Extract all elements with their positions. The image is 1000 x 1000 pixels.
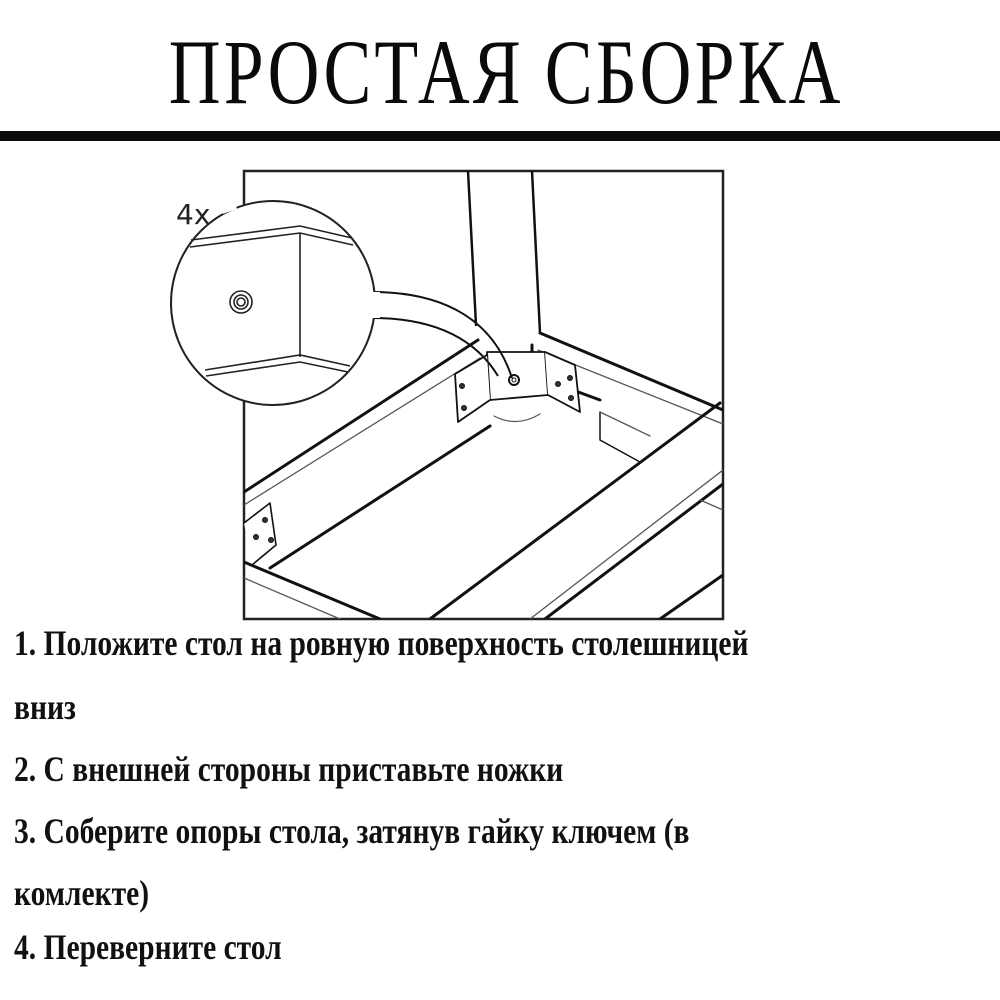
step-1-line-2: вниз bbox=[14, 687, 76, 727]
magnifier-callout bbox=[170, 200, 376, 406]
page-title: ПРОСТАЯ СБОРКА bbox=[168, 21, 844, 123]
step-4-line-1: 4. Переверните стол bbox=[14, 927, 282, 967]
step-3-line-1: 3. Соберите опоры стола, затянув гайку к… bbox=[14, 811, 690, 851]
step-3-line-2: комлекте) bbox=[14, 873, 150, 913]
title-divider bbox=[0, 131, 1000, 141]
illustration-frame bbox=[242, 169, 725, 621]
step-2-line-1: 2. С внешней стороны приставьте ножки bbox=[14, 749, 564, 789]
step-1-line-1: 1. Положите стол на ровную поверхность с… bbox=[14, 623, 749, 663]
callout-label: 4x bbox=[176, 198, 210, 231]
